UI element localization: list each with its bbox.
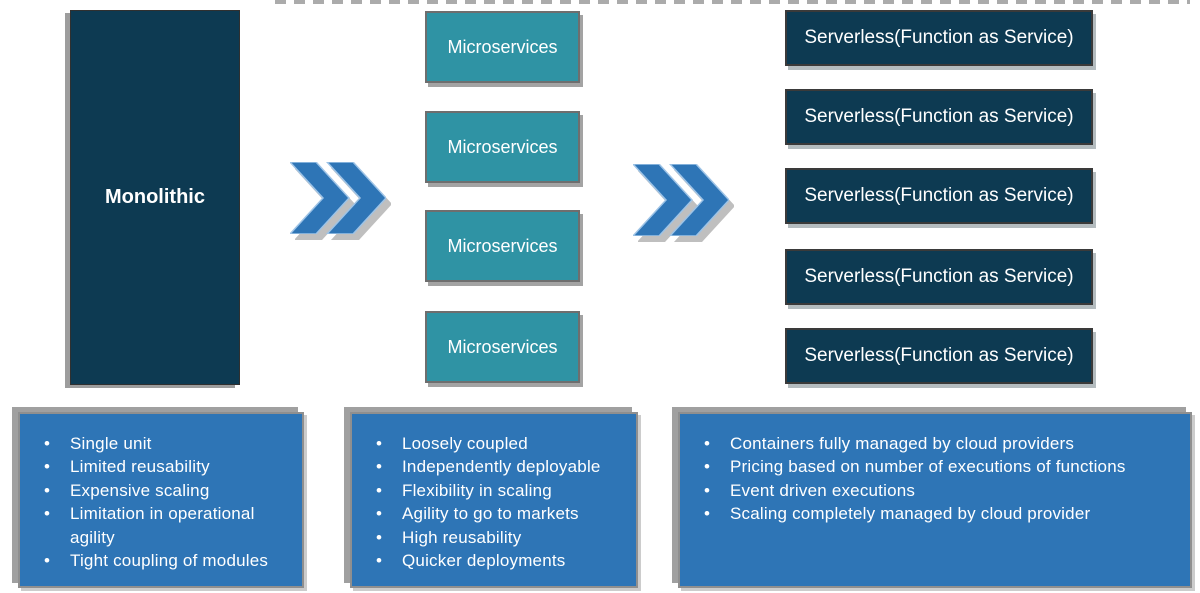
list-item: Limited reusability	[42, 455, 288, 479]
microservices-box: Microservices	[425, 210, 580, 282]
monolithic-details-list: Single unit Limited reusability Expensiv…	[20, 432, 294, 573]
list-item: Independently deployable	[374, 455, 622, 479]
list-item: Flexibility in scaling	[374, 479, 622, 503]
list-item: Containers fully managed by cloud provid…	[702, 432, 1176, 456]
microservices-label: Microservices	[447, 36, 558, 57]
serverless-box: Serverless(Function as Service)	[785, 168, 1093, 224]
monolithic-label: Monolithic	[105, 186, 205, 208]
list-item: Agility to go to markets	[374, 502, 622, 526]
microservices-box: Microservices	[425, 11, 580, 83]
monolithic-box: Monolithic	[70, 10, 240, 385]
serverless-label: Serverless(Function as Service)	[804, 106, 1074, 127]
list-item: Limitation in operational agility	[42, 502, 288, 549]
serverless-label: Serverless(Function as Service)	[804, 185, 1074, 206]
serverless-details-list: Containers fully managed by cloud provid…	[680, 432, 1182, 526]
list-item: Scaling completely managed by cloud prov…	[702, 502, 1176, 526]
serverless-label: Serverless(Function as Service)	[804, 345, 1074, 366]
double-chevron-right-icon	[290, 162, 386, 234]
serverless-label: Serverless(Function as Service)	[804, 27, 1074, 48]
serverless-label: Serverless(Function as Service)	[804, 266, 1074, 287]
list-item: Tight coupling of modules	[42, 549, 288, 573]
serverless-details-panel: Containers fully managed by cloud provid…	[678, 412, 1192, 588]
microservices-box: Microservices	[425, 311, 580, 383]
list-item: Expensive scaling	[42, 479, 288, 503]
list-item: Quicker deployments	[374, 549, 622, 573]
list-item: Single unit	[42, 432, 288, 456]
list-item: Event driven executions	[702, 479, 1176, 503]
list-item: Pricing based on number of executions of…	[702, 455, 1176, 479]
microservices-label: Microservices	[447, 336, 558, 357]
serverless-box: Serverless(Function as Service)	[785, 249, 1093, 305]
serverless-box: Serverless(Function as Service)	[785, 328, 1093, 384]
list-item: Loosely coupled	[374, 432, 622, 456]
monolithic-details-panel: Single unit Limited reusability Expensiv…	[18, 412, 304, 588]
top-dashed-line	[275, 0, 1190, 4]
microservices-label: Microservices	[447, 235, 558, 256]
microservices-label: Microservices	[447, 136, 558, 157]
list-item: High reusability	[374, 526, 622, 550]
serverless-box: Serverless(Function as Service)	[785, 10, 1093, 66]
microservices-details-list: Loosely coupled Independently deployable…	[352, 432, 628, 573]
microservices-box: Microservices	[425, 111, 580, 183]
serverless-box: Serverless(Function as Service)	[785, 89, 1093, 145]
double-chevron-right-icon	[633, 164, 729, 236]
microservices-details-panel: Loosely coupled Independently deployable…	[350, 412, 638, 588]
